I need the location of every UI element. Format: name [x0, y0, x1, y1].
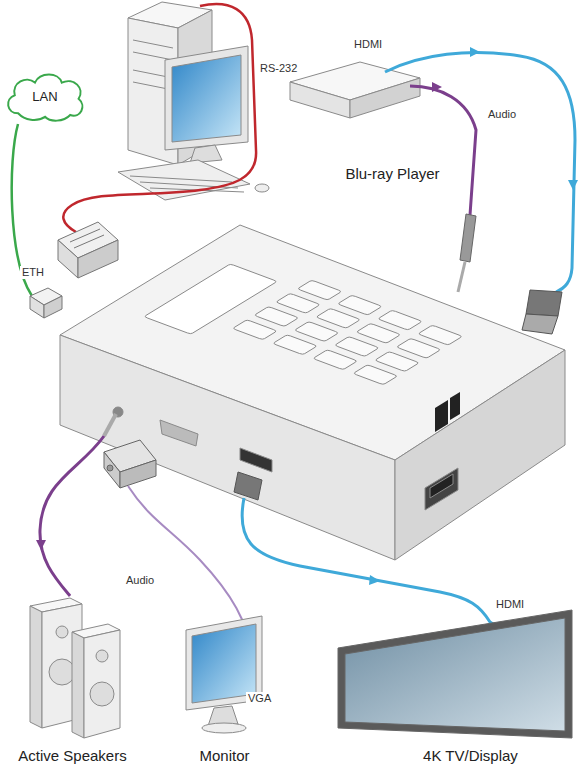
audio-cable [40, 436, 104, 596]
rs232-connector [58, 222, 118, 278]
node-text: Monitor [195, 747, 254, 765]
signal-arrow [568, 180, 578, 190]
signal-arrow [432, 82, 442, 92]
node-text: Active Speakers [14, 747, 131, 765]
bluray-player-illustration [290, 62, 420, 118]
signal-label: HDMI [352, 38, 384, 51]
audio-cable [410, 86, 476, 215]
signal-arrow [470, 47, 480, 57]
hdmi-cable [242, 498, 520, 642]
switcher-device [60, 225, 565, 560]
ethernet-connector [30, 288, 62, 318]
signal-arrow [36, 540, 46, 550]
vga-plug [104, 440, 156, 488]
hdmi-plug [522, 290, 562, 334]
device-label: Blu-ray Player [341, 164, 444, 184]
signal-label: HDMI [494, 598, 526, 611]
speaker-illustration [30, 598, 120, 738]
network-cloud: LAN [3, 70, 87, 124]
device-label: Active Speakers [14, 746, 131, 766]
device-label: 4K TV/Display [419, 746, 522, 766]
monitor-illustration [186, 616, 262, 733]
signal-label: ETH [20, 266, 46, 279]
signal-arrow [369, 575, 380, 585]
node-text: 4K TV/Display [419, 747, 522, 765]
signal-label: RS-232 [258, 62, 299, 75]
audio-plug [458, 214, 476, 292]
node-text: LAN [3, 89, 87, 105]
node-text: Blu-ray Player [341, 165, 444, 183]
rs232-cable [63, 4, 256, 232]
signal-label: Audio [124, 574, 156, 587]
computer-illustration [118, 2, 269, 200]
device-label: Monitor [195, 746, 254, 766]
tv-illustration [338, 610, 572, 738]
signal-label: Audio [486, 108, 518, 121]
hdmi-plug [234, 472, 262, 500]
audio-plug [104, 414, 116, 436]
signal-label: VGA [246, 692, 273, 705]
